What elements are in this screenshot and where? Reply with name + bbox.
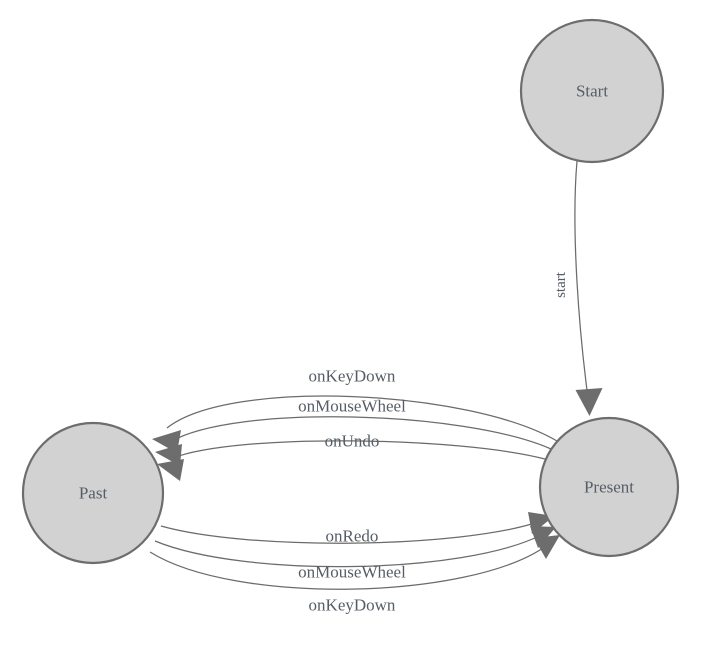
edge-present-past-onundo-path [172, 440, 546, 460]
edge-present-past-onkeydown-path [166, 395, 558, 442]
edge-start-present-label: start [553, 271, 569, 298]
node-past[interactable]: Past [21, 421, 165, 565]
edge-past-present-onkeydown-path [149, 545, 547, 590]
node-start-circle [519, 18, 665, 164]
edge-past-present-onredo-label: onRedo [326, 527, 379, 546]
edge-start-present-arrowhead [575, 388, 603, 416]
edge-past-present-onkeydown[interactable]: onKeyDown [149, 535, 560, 615]
node-present-label: Present [584, 478, 634, 497]
edge-present-past-onmousewheel-path [169, 416, 552, 450]
node-past-circle [21, 421, 165, 565]
edge-past-present-onmousewheel-path [154, 534, 542, 568]
edge-present-past-onundo-arrowhead [157, 459, 184, 481]
edge-past-present-onredo-path [160, 521, 539, 544]
edge-present-past-onundo[interactable]: onUndo [157, 432, 546, 482]
node-present-circle [538, 416, 680, 558]
edge-present-past-onmousewheel[interactable]: onMouseWheel [155, 397, 552, 467]
edge-present-past-onkeydown-label: onKeyDown [309, 367, 396, 386]
edge-start-present[interactable]: start [553, 160, 603, 416]
node-start[interactable]: Start [519, 18, 665, 164]
node-present[interactable]: Present [538, 416, 680, 558]
node-past-label: Past [79, 484, 108, 503]
edge-past-present-onredo[interactable]: onRedo [160, 512, 554, 546]
edge-past-present-onkeydown-arrowhead [534, 535, 560, 559]
edge-present-past-onmousewheel-label: onMouseWheel [298, 397, 406, 416]
node-start-label: Start [576, 82, 608, 101]
edge-start-present-path [574, 160, 589, 399]
edge-past-present-onkeydown-label: onKeyDown [309, 596, 396, 615]
edge-past-present-onmousewheel-label: onMouseWheel [298, 563, 406, 582]
edge-present-past-onmousewheel-arrowhead [155, 444, 182, 466]
edge-present-past-onundo-label: onUndo [325, 432, 380, 451]
